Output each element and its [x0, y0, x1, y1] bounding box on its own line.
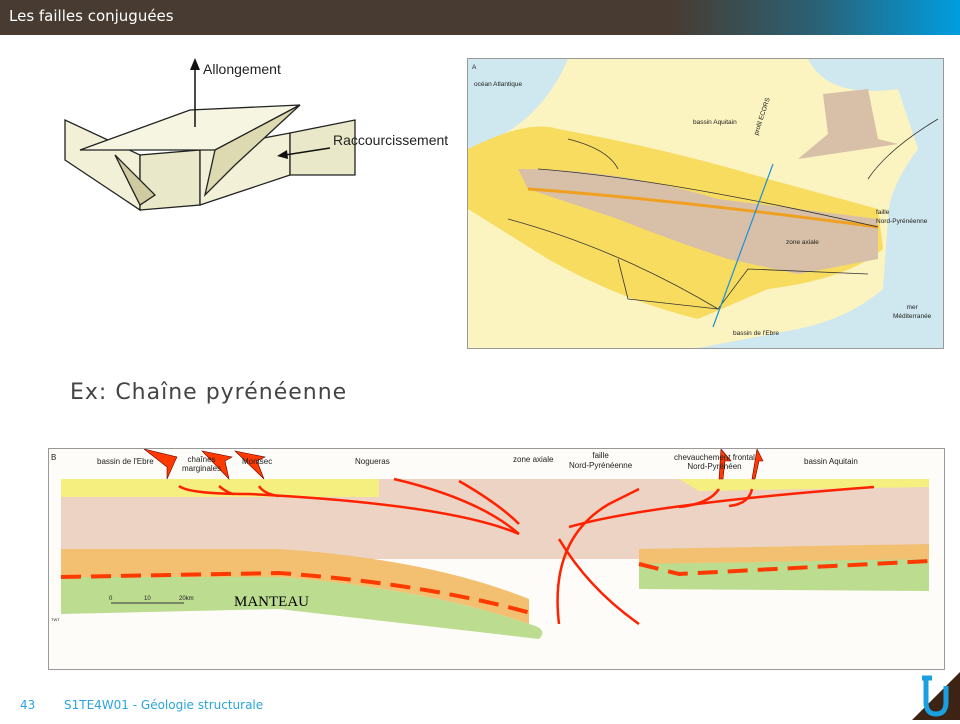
- section-label-aquitain: bassin Aquitain: [804, 457, 858, 466]
- header-bar: Les failles conjuguées: [0, 0, 960, 35]
- section-label-faille-1: faille: [592, 451, 609, 460]
- university-logo: [912, 672, 960, 720]
- map-label-ocean: océan Atlantique: [474, 81, 523, 88]
- section-label-manteau: MANTEAU: [234, 594, 309, 610]
- label-raccourcissement: Raccourcissement: [333, 132, 449, 148]
- label-allongement: Allongement: [203, 61, 281, 77]
- section-label-montsec: Montsec: [242, 457, 273, 466]
- block-diagram: Allongement Raccourcissement: [55, 55, 465, 215]
- twt-label: TWT: [51, 617, 60, 622]
- page-number: 43: [20, 698, 36, 712]
- section-label-chev-2: Nord-Pyrénéen: [687, 462, 742, 471]
- map-label-aquitain: bassin Aquitain: [693, 119, 737, 126]
- section-label-faille-2: Nord-Pyrénéenne: [569, 461, 633, 470]
- section-label-chev-1: chevauchement frontal: [674, 453, 755, 462]
- course-label: S1TE4W01 - Géologie structurale: [64, 698, 264, 712]
- section-label-zone: zone axiale: [513, 455, 554, 464]
- map-label-zone: zone axiale: [786, 239, 819, 246]
- map-label-faille-2: Nord-Pyrénéenne: [876, 218, 928, 225]
- slide-title: Les failles conjuguées: [9, 7, 174, 25]
- pyrenees-map: A océan Atlantique bassin Aquitain profi…: [467, 58, 944, 349]
- scale-10: 10: [144, 596, 151, 602]
- example-title: Ex: Chaîne pyrénéenne: [70, 380, 348, 405]
- section-label-nogueras: Nogueras: [355, 457, 390, 466]
- section-label-ebre: bassin de l'Ebre: [97, 457, 154, 466]
- section-label-chaines-1: chaînes: [187, 455, 216, 464]
- section-panel-letter: B: [51, 453, 57, 462]
- section-label-chaines-2: marginales: [182, 464, 222, 473]
- scale-0: 0: [109, 596, 113, 602]
- map-label-faille-1: faille: [876, 209, 890, 216]
- map-label-mer-1: mer: [906, 304, 918, 311]
- map-panel-letter: A: [472, 64, 477, 71]
- map-label-mer-2: Méditerranée: [893, 313, 932, 320]
- scale-20: 20km: [179, 596, 194, 602]
- map-label-ebre: bassin de l'Ebre: [733, 330, 780, 337]
